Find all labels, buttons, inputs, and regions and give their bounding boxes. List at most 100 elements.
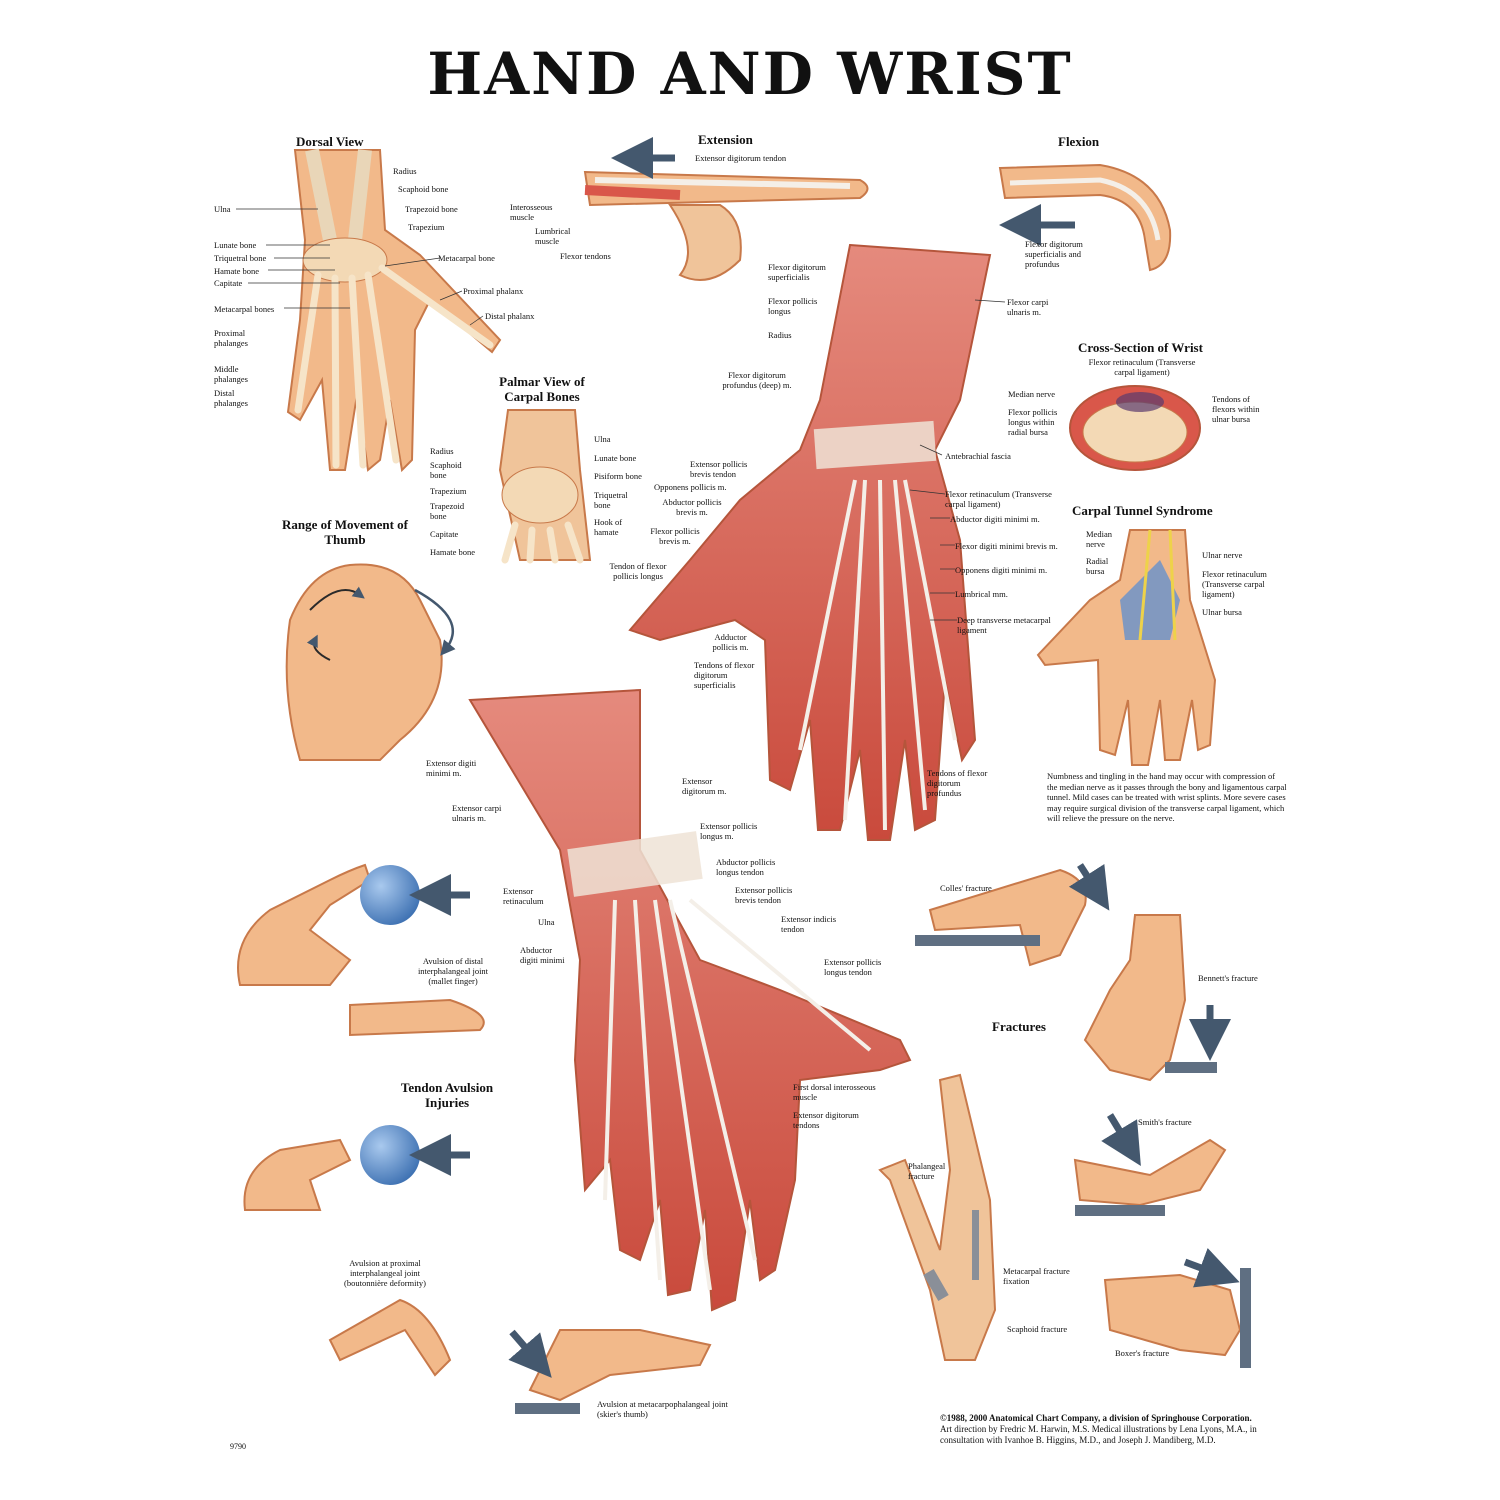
label-epl-tendon: Extensor pollicis longus tendon — [824, 957, 882, 977]
credit-copyright: ©1988, 2000 Anatomical Chart Company, a … — [940, 1413, 1252, 1423]
label-pc-triquetral: Triquetral bone — [594, 490, 628, 510]
label-distal-phalanges: Distal phalanges — [214, 388, 248, 408]
label-ecu: Extensor carpi ulnaris m. — [452, 803, 502, 823]
label-trapezoid: Trapezoid bone — [405, 204, 458, 214]
range-thumb-illustration — [285, 563, 456, 761]
label-ct-flexor-ret: Flexor retinaculum (Transverse carpal li… — [1202, 569, 1267, 599]
extension-illustration — [583, 137, 869, 281]
label-ext-dig: Extensor digitorum m. — [682, 776, 727, 796]
label-lumbrical-mm: Lumbrical mm. — [955, 589, 1008, 599]
label-flex-dig-min: Flexor digiti minimi brevis m. — [955, 541, 1058, 551]
label-fpl: Flexor pollicis longus — [768, 296, 818, 316]
label-lumbrical: Lumbrical muscle — [535, 226, 571, 246]
leader-lines — [236, 208, 1006, 621]
label-epl: Extensor pollicis longus m. — [700, 821, 758, 841]
label-opp-pollicis: Opponens pollicis m. — [654, 482, 727, 492]
label-triquetral: Triquetral bone — [214, 253, 267, 263]
label-interosseous: Interosseous muscle — [510, 202, 553, 222]
label-scaphoid-fracture: Scaphoid fracture — [1007, 1324, 1068, 1334]
label-skier: Avulsion at metacarpophalangeal joint (s… — [597, 1399, 728, 1419]
label-adductor: Adductor pollicis m. — [712, 632, 749, 652]
label-distal-phalanx: Distal phalanx — [485, 311, 535, 321]
label-cs-median: Median nerve — [1008, 389, 1055, 399]
label-smith: Smith's fracture — [1138, 1117, 1192, 1127]
label-pc-pisiform: Pisiform bone — [594, 471, 642, 481]
label-pc-trapezoid: Trapezoid bone — [430, 501, 465, 521]
label-pm-radius: Radius — [768, 330, 792, 340]
label-ext-ind: Extensor indicis tendon — [781, 914, 837, 934]
boxer-fracture-illustration — [1103, 1248, 1251, 1368]
label-antebrachial: Antebrachial fascia — [945, 451, 1011, 461]
section-palmar-view: Palmar View of Carpal Bones — [499, 374, 585, 404]
label-mallet: Avulsion of distal interphalangeal joint… — [417, 956, 489, 986]
label-metacarpal-fix: Metacarpal fracture fixation — [1003, 1266, 1070, 1286]
carpal-tunnel-illustration — [1036, 529, 1217, 766]
section-cross-section: Cross-Section of Wrist — [1078, 340, 1203, 355]
flexion-illustration — [998, 163, 1172, 272]
palmar-muscle-illustration — [628, 243, 992, 841]
smith-fracture-illustration — [1073, 1113, 1227, 1216]
label-tendon-fpl: Tendon of flexor pollicis longus — [609, 561, 667, 581]
label-pc-scaphoid: Scaphoid bone — [430, 460, 462, 480]
label-proximal-phalanges: Proximal phalanges — [214, 328, 248, 348]
label-cs-tendons-flexors: Tendons of flexors within ulnar bursa — [1212, 394, 1260, 424]
label-ext-ret: Extensor retinaculum — [503, 886, 544, 906]
section-extension: Extension — [698, 132, 753, 147]
label-tendons-fds: Tendons of flexor digitorum superficiali… — [694, 660, 755, 690]
label-ext-dig-tendon: Extensor digitorum tendon — [695, 153, 787, 163]
label-cs-flexor-ret: Flexor retinaculum (Transverse carpal li… — [1088, 357, 1196, 377]
section-range-thumb: Range of Movement of Thumb — [282, 517, 408, 547]
label-pc-trapezium: Trapezium — [430, 486, 467, 496]
label-fds: Flexor digitorum superficialis — [768, 262, 826, 282]
label-hamate: Hamate bone — [214, 266, 260, 276]
label-ext-dig-min: Extensor digiti minimi m. — [426, 758, 477, 778]
section-tendon-avulsion: Tendon Avulsion Injuries — [400, 1080, 494, 1110]
label-cs-fpl-bursa: Flexor pollicis longus within radial bur… — [1008, 407, 1058, 437]
label-ct-ulnar-nerve: Ulnar nerve — [1202, 550, 1243, 560]
label-dm-ulna: Ulna — [538, 917, 555, 927]
label-epb: Extensor pollicis brevis tendon — [690, 459, 748, 479]
label-flexor-tendons: Flexor tendons — [560, 251, 611, 261]
carpal-tunnel-description: Numbness and tingling in the hand may oc… — [1047, 771, 1287, 823]
label-fdp: Flexor digitorum profundus (deep) m. — [722, 370, 792, 390]
label-pc-lunate: Lunate bone — [594, 453, 637, 463]
label-radius: Radius — [393, 166, 417, 176]
label-first-dorsal: First dorsal interosseous muscle — [793, 1082, 876, 1102]
label-colles: Colles' fracture — [940, 883, 992, 893]
catalog-number: 9790 — [230, 1442, 246, 1451]
label-ct-radial-bursa: Radial bursa — [1086, 556, 1109, 576]
mallet-finger-illustration — [237, 863, 485, 1037]
label-capitate: Capitate — [214, 278, 243, 288]
label-abd-dig-min: Abductor digiti minimi m. — [950, 514, 1040, 524]
label-lunate: Lunate bone — [214, 240, 257, 250]
section-fractures: Fractures — [992, 1019, 1046, 1034]
label-pc-hamate: Hamate bone — [430, 547, 476, 557]
skier-thumb-illustration — [508, 1329, 712, 1414]
section-dorsal-view: Dorsal View — [296, 134, 364, 149]
label-pc-capitate: Capitate — [430, 529, 459, 539]
cross-section-illustration — [1069, 385, 1201, 471]
label-flexor-ret: Flexor retinaculum (Transverse carpal li… — [945, 489, 1052, 509]
label-opp-dig-min: Opponens digiti minimi m. — [955, 565, 1048, 575]
label-deep-trans: Deep transverse metacarpal ligament — [957, 615, 1051, 635]
label-tendons-fdp: Tendons of flexor digitorum profundus — [927, 768, 988, 798]
label-fpb: Flexor pollicis brevis m. — [650, 526, 700, 546]
bennett-fracture-illustration — [1083, 914, 1231, 1082]
label-boxer: Boxer's fracture — [1115, 1348, 1170, 1358]
section-carpal-tunnel: Carpal Tunnel Syndrome — [1072, 503, 1213, 518]
section-flexion: Flexion — [1058, 134, 1100, 149]
label-ulna: Ulna — [214, 204, 231, 214]
label-phalangeal: Phalangeal fracture — [908, 1161, 946, 1181]
label-ct-median: Median nerve — [1086, 529, 1112, 549]
label-pc-hook-hamate: Hook of hamate — [594, 517, 623, 537]
dorsal-view-illustration — [286, 148, 502, 473]
colles-fracture-illustration — [915, 863, 1110, 967]
palmar-carpal-illustration — [498, 409, 592, 564]
label-metacarpal-bone: Metacarpal bone — [438, 253, 495, 263]
credit-block: ©1988, 2000 Anatomical Chart Company, a … — [940, 1413, 1270, 1446]
label-apb: Abductor pollicis brevis m. — [662, 497, 722, 517]
label-apl-tendon: Abductor pollicis longus tendon — [716, 857, 776, 877]
label-middle-phalanges: Middle phalanges — [214, 364, 248, 384]
label-flexor-dig: Flexor digitorum superficialis and profu… — [1025, 239, 1083, 269]
